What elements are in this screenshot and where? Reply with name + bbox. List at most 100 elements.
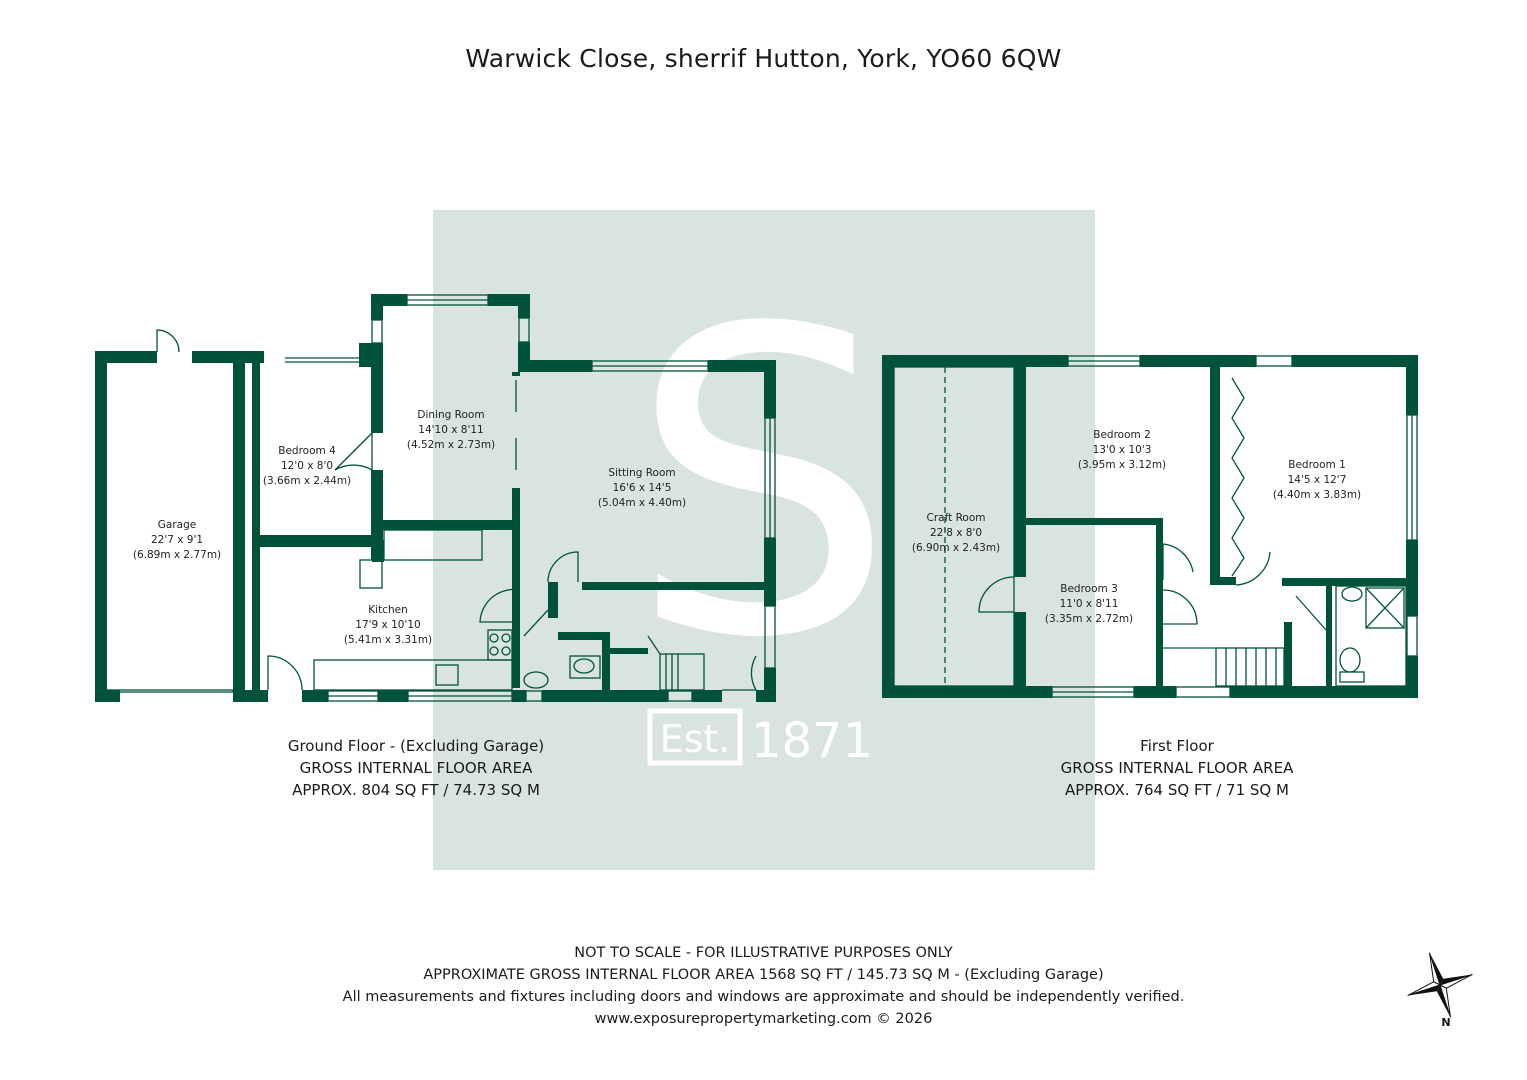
wall — [882, 686, 1052, 698]
door-swing — [1162, 543, 1194, 580]
wall — [1140, 355, 1256, 367]
door-swing — [722, 655, 758, 691]
hob — [487, 629, 513, 661]
compass-icon — [1407, 952, 1473, 1018]
sitting-metric: (5.04m x 4.40m) — [598, 497, 686, 509]
wall — [512, 488, 520, 688]
window — [764, 605, 776, 669]
dining-metric: (4.52m x 2.73m) — [407, 439, 495, 451]
garage-name: Garage — [158, 519, 196, 531]
wall — [558, 632, 608, 640]
wall — [1014, 612, 1026, 698]
hob-ring — [489, 646, 499, 656]
first-floor-area-value: APPROX. 764 SQ FT / 71 SQ M — [1065, 781, 1289, 799]
wall — [1156, 518, 1163, 580]
wall — [371, 470, 383, 560]
wall — [518, 294, 530, 318]
window — [667, 690, 693, 702]
door-swing — [1235, 551, 1271, 586]
craft-room-floor — [893, 366, 1015, 687]
wall — [764, 538, 776, 606]
first-floor-fixtures — [893, 355, 1418, 698]
wardrobe-doors — [1231, 377, 1245, 577]
window — [1255, 355, 1293, 367]
kitchen-counter — [359, 559, 383, 589]
wall — [1026, 518, 1162, 525]
door — [1295, 595, 1327, 631]
bedroom3-imperial: 11'0 x 8'11 — [1060, 598, 1119, 610]
basin — [1341, 586, 1363, 602]
ground-floor-plan — [95, 294, 776, 702]
disclaimer-footer: NOT TO SCALE - FOR ILLUSTRATIVE PURPOSES… — [0, 942, 1527, 1030]
ground-floor-area-value: APPROX. 804 SQ FT / 74.73 SQ M — [292, 781, 540, 799]
bedroom4-metric: (3.66m x 2.44m) — [263, 475, 351, 487]
wall — [372, 540, 384, 562]
window — [525, 690, 543, 702]
wall — [1292, 355, 1418, 367]
craft-metric: (6.90m x 2.43m) — [912, 542, 1000, 554]
wall — [383, 520, 518, 530]
door-swing — [1162, 589, 1198, 625]
wall — [582, 582, 776, 590]
disclaimer-total-area: APPROXIMATE GROSS INTERNAL FLOOR AREA 15… — [423, 967, 1104, 983]
watermark-est: Est. — [660, 717, 731, 761]
wall — [1014, 355, 1026, 577]
shower — [1365, 587, 1405, 629]
bedroom3-metric: (3.35m x 2.72m) — [1045, 613, 1133, 625]
wall — [518, 360, 592, 372]
wall — [548, 604, 558, 618]
toilet — [1339, 671, 1365, 683]
ground-floor-caption: Ground Floor - (Excluding Garage) GROSS … — [246, 735, 586, 801]
toilet — [573, 658, 595, 674]
wall — [233, 690, 258, 702]
bedroom4-name: Bedroom 4 — [278, 445, 336, 457]
wall — [692, 690, 722, 702]
kitchen-name: Kitchen — [368, 604, 407, 616]
compass-north-label: N — [1441, 1016, 1450, 1029]
toilet — [1339, 647, 1361, 673]
wall — [95, 351, 157, 363]
wall — [548, 582, 558, 604]
disclaimer-measurements: All measurements and fixtures including … — [342, 989, 1185, 1005]
watermark-year: 1871 — [751, 713, 873, 769]
wall — [764, 360, 776, 418]
page-title: Warwick Close, sherrif Hutton, York, YO6… — [465, 44, 1062, 73]
wall — [95, 690, 120, 702]
wall — [882, 355, 894, 698]
watermark-est-box — [647, 708, 743, 766]
door-swing — [479, 588, 521, 623]
first-floor-plan — [882, 355, 1418, 698]
shower — [1365, 587, 1405, 629]
dining-imperial: 14'10 x 8'11 — [418, 424, 483, 436]
bedroom2-name: Bedroom 2 — [1093, 429, 1151, 441]
bedroom3-name: Bedroom 3 — [1060, 583, 1118, 595]
door-swing — [156, 329, 180, 353]
craft-name: Craft Room — [927, 512, 986, 524]
wall — [371, 294, 407, 306]
wall — [302, 690, 328, 702]
door-swing — [334, 431, 373, 472]
watermark: S Est. 1871 — [433, 210, 1095, 870]
bedroom4-imperial: 12'0 x 8'0 — [281, 460, 333, 472]
wall — [258, 690, 268, 702]
basin — [523, 671, 549, 689]
wall — [610, 648, 648, 654]
wall — [882, 355, 1068, 367]
sink — [435, 664, 459, 686]
window — [1406, 615, 1418, 657]
window — [1175, 686, 1231, 698]
room-labels: Garage 22'7 x 9'1 (6.89m x 2.77m) Bedroo… — [133, 409, 1361, 646]
ground-floor-label: Ground Floor - (Excluding Garage) — [287, 737, 545, 755]
first-floor-label: First Floor — [1140, 737, 1214, 755]
kitchen-counter — [383, 529, 483, 561]
disclaimer-scale: NOT TO SCALE - FOR ILLUSTRATIVE PURPOSES… — [574, 945, 953, 961]
wall — [95, 351, 107, 702]
kitchen-imperial: 17'9 x 10'10 — [355, 619, 420, 631]
wall — [1406, 355, 1418, 415]
stairs — [1215, 647, 1285, 687]
wall — [542, 690, 668, 702]
kitchen-counter — [313, 659, 513, 691]
wall — [1230, 686, 1418, 698]
wall — [708, 360, 776, 372]
bathroom-floor — [1335, 585, 1407, 687]
